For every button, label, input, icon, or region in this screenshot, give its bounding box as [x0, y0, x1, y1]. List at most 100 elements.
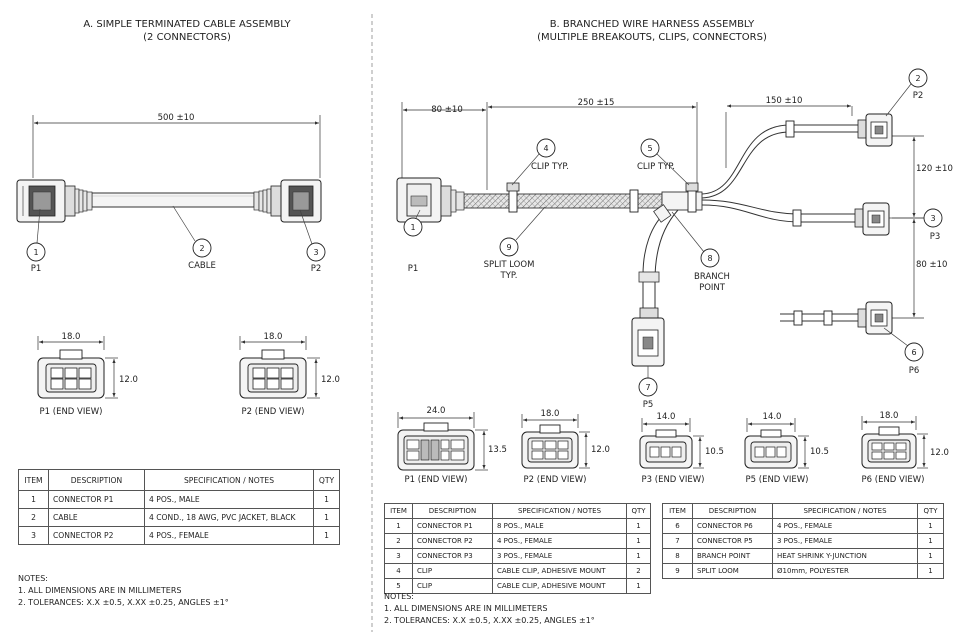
bom-cell-description: CONNECTOR P1 — [48, 490, 145, 509]
right-p3-width-dim: 14.0 — [657, 412, 676, 422]
right-bom-a-header-description: DESCRIPTION — [412, 503, 493, 519]
right-p5-width-dim: 14.0 — [763, 412, 782, 422]
right-notes-heading: NOTES: — [384, 592, 414, 601]
bom-cell-description: CONNECTOR P5 — [692, 533, 773, 549]
right-label-point: POINT — [699, 283, 726, 293]
right-p3-end-view-caption: P3 (END VIEW) — [642, 475, 705, 485]
bom-cell-description: CLIP — [412, 563, 493, 579]
right-note-1: 1. ALL DIMENSIONS ARE IN MILLIMETERS — [384, 604, 548, 613]
bom-cell-qty: 1 — [626, 578, 651, 594]
bom-cell-item: 5 — [384, 578, 413, 594]
right-p6-width-dim: 18.0 — [880, 411, 899, 421]
bom-cell-spec: 4 POS., MALE — [144, 490, 314, 509]
table-row: 3 CONNECTOR P2 4 POS., FEMALE 1 — [18, 526, 340, 545]
left-label-cable: CABLE — [188, 261, 216, 271]
right-p5-height-dim: 10.5 — [810, 447, 829, 457]
right-label-p5: P5 — [643, 400, 654, 410]
right-notes: NOTES: 1. ALL DIMENSIONS ARE IN MILLIMET… — [384, 591, 595, 627]
right-bom-table-a: ITEM DESCRIPTION SPECIFICATION / NOTES Q… — [384, 503, 651, 594]
right-balloon-5: 5 CLIP TYP. — [637, 138, 690, 186]
right-dim-80: 80 ±10 — [431, 105, 462, 115]
right-balloon-1-number: 1 — [410, 223, 415, 232]
left-overall-dimension: 500 ±10 — [32, 113, 321, 178]
bom-cell-item: 6 — [662, 518, 693, 534]
left-p1-width-dim: 18.0 — [62, 332, 81, 342]
bom-cell-qty: 2 — [626, 563, 651, 579]
right-balloon-2: 2 P2 — [885, 68, 928, 117]
bom-cell-qty: 1 — [313, 490, 340, 509]
left-note-2: 2. TOLERANCES: X.X ±0.5, X.XX ±0.25, ANG… — [18, 598, 229, 607]
bom-cell-description: CABLE — [48, 508, 145, 527]
right-label-split-loom: SPLIT LOOM — [484, 260, 535, 270]
bom-cell-description: CONNECTOR P6 — [692, 518, 773, 534]
bom-cell-description: CONNECTOR P1 — [412, 518, 493, 534]
left-label-p1: P1 — [31, 264, 42, 274]
bom-cell-spec: 4 POS., FEMALE — [492, 533, 627, 549]
right-p5-end-view-caption: P5 (END VIEW) — [746, 475, 809, 485]
right-balloon-1: 1 P1 — [403, 209, 423, 274]
right-bom-b-header-description: DESCRIPTION — [692, 503, 773, 519]
bom-cell-spec: 4 COND., 18 AWG, PVC JACKET, BLACK — [144, 508, 314, 527]
left-bom-header-qty: QTY — [313, 469, 340, 491]
right-title: B. BRANCHED WIRE HARNESS ASSEMBLY — [550, 19, 755, 30]
right-top-dimensions: 80 ±10 250 ±15 150 ±10 120 ±10 80 ±10 — [401, 96, 953, 319]
left-overall-dim-label: 500 ±10 — [158, 113, 195, 123]
right-dim-250: 250 ±15 — [578, 98, 615, 108]
right-connector-p3 — [854, 202, 890, 236]
bom-cell-item: 3 — [384, 548, 413, 564]
right-bom-a-header-qty: QTY — [626, 503, 651, 519]
bom-cell-qty: 1 — [626, 533, 651, 549]
right-balloon-3: 3 P3 — [889, 208, 943, 242]
right-dim-120: 120 ±10 — [916, 164, 953, 174]
right-balloon-5-number: 5 — [647, 144, 652, 153]
right-p2-end-view-caption: P2 (END VIEW) — [524, 475, 587, 485]
right-p1-width-dim: 24.0 — [427, 406, 446, 416]
bom-cell-description: CONNECTOR P2 — [48, 526, 145, 545]
bom-cell-description: CONNECTOR P2 — [412, 533, 493, 549]
left-p1-height-dim: 12.0 — [119, 375, 138, 385]
right-label-p2: P2 — [913, 91, 924, 101]
right-p6-end-view-caption: P6 (END VIEW) — [862, 475, 925, 485]
bom-cell-item: 7 — [662, 533, 693, 549]
left-end-view-p1: 18.0 12.0 P1 (END VIEW) — [37, 332, 138, 417]
bom-cell-item: 2 — [18, 508, 49, 527]
right-bom-b-header-item: ITEM — [662, 503, 693, 519]
right-balloon-7: 7 P5 — [638, 366, 658, 410]
bom-cell-qty: 1 — [313, 526, 340, 545]
right-p2-width-dim: 18.0 — [541, 409, 560, 419]
left-p2-width-dim: 18.0 — [264, 332, 283, 342]
right-connector-p5 — [631, 307, 665, 367]
bom-cell-spec: 8 POS., MALE — [492, 518, 627, 534]
right-label-p1: P1 — [408, 264, 419, 274]
bom-cell-qty: 1 — [917, 563, 944, 579]
bom-cell-description: BRANCH POINT — [692, 548, 773, 564]
right-balloon-6-number: 6 — [911, 348, 916, 357]
right-connector-p2 — [857, 113, 893, 147]
bom-cell-qty: 1 — [917, 548, 944, 564]
right-balloon-4-number: 4 — [543, 144, 548, 153]
bom-cell-spec: Ø10mm, POLYESTER — [772, 563, 918, 579]
right-balloon-3-number: 3 — [930, 214, 935, 223]
right-note-2: 2. TOLERANCES: X.X ±0.5, X.XX ±0.25, ANG… — [384, 616, 595, 625]
right-bom-b-header-spec: SPECIFICATION / NOTES — [772, 503, 918, 519]
right-balloon-2-number: 2 — [915, 74, 920, 83]
left-cable — [91, 192, 255, 208]
table-row: 2 CABLE 4 COND., 18 AWG, PVC JACKET, BLA… — [18, 508, 340, 527]
bom-cell-item: 9 — [662, 563, 693, 579]
bom-cell-item: 2 — [384, 533, 413, 549]
bom-cell-spec: 3 POS., FEMALE — [772, 533, 918, 549]
left-p2-end-view-caption: P2 (END VIEW) — [242, 407, 305, 417]
right-p3-height-dim: 10.5 — [705, 447, 724, 457]
right-bom-table-b: ITEM DESCRIPTION SPECIFICATION / NOTES Q… — [662, 503, 944, 579]
left-balloon-2-number: 2 — [199, 244, 204, 253]
left-bom-header-description: DESCRIPTION — [48, 469, 145, 491]
right-p6-height-dim: 12.0 — [930, 448, 949, 458]
bom-cell-item: 4 — [384, 563, 413, 579]
left-balloon-1: 1 — [26, 208, 46, 262]
left-bom-table: ITEM DESCRIPTION SPECIFICATION / NOTES Q… — [18, 469, 340, 545]
